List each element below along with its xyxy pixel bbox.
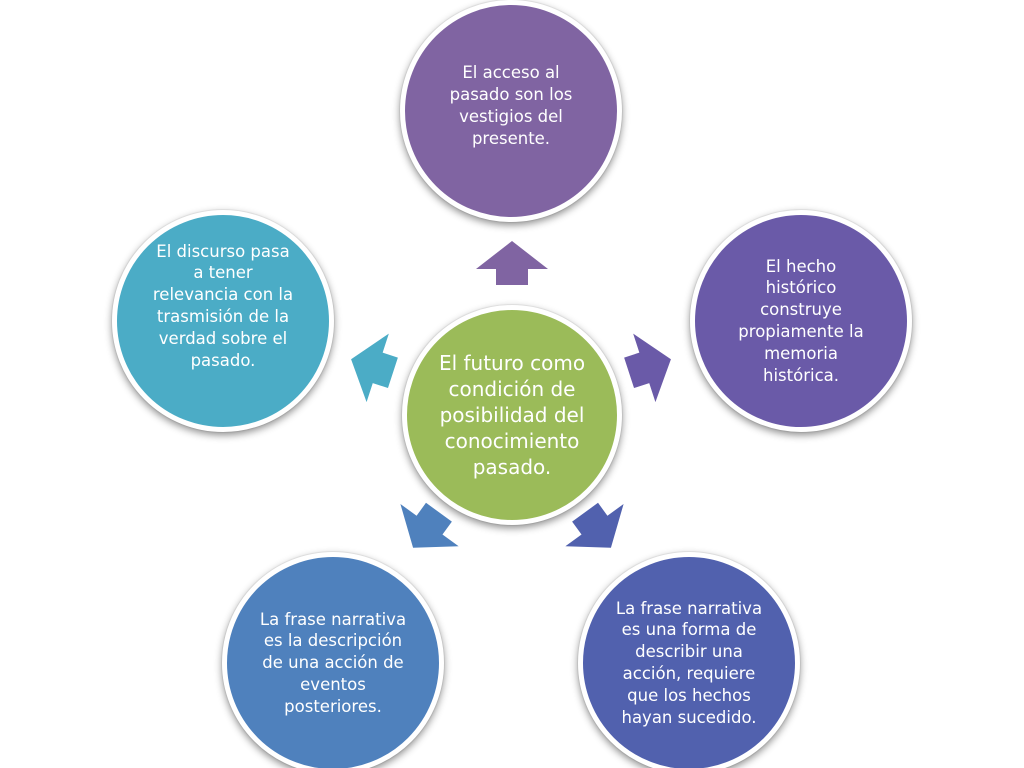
arrow-shape [624,333,671,403]
node-left: El discurso pasa a tener relevancia con … [112,210,334,432]
arrow-up [476,241,548,285]
arrow-shape [565,502,624,548]
node-center-text: El futuro como condición de posibilidad … [438,351,586,479]
node-bottom-right: La frase narrativa es una forma de descr… [578,552,800,768]
arrow-left [351,333,398,403]
arrow-bottom-right [565,502,624,548]
node-center: El futuro como condición de posibilidad … [402,305,622,525]
node-bottom-left: La frase narrativa es la descripción de … [222,552,444,768]
arrow-shape [476,241,548,285]
node-bottom-left-text: La frase narrativa es la descripción de … [259,609,407,716]
node-right-text: El hecho histórico construye propiamente… [738,256,864,385]
arrow-shape [351,333,398,403]
node-right: El hecho histórico construye propiamente… [690,210,912,432]
arrow-bottom-left [400,502,459,548]
arrow-shape [400,502,459,548]
node-left-text: El discurso pasa a tener relevancia con … [152,241,294,370]
node-top-text: El acceso al pasado son los vestigios de… [449,63,573,148]
node-top: El acceso al pasado son los vestigios de… [400,0,622,222]
node-bottom-right-text: La frase narrativa es una forma de descr… [615,598,763,727]
arrow-right [624,333,671,403]
